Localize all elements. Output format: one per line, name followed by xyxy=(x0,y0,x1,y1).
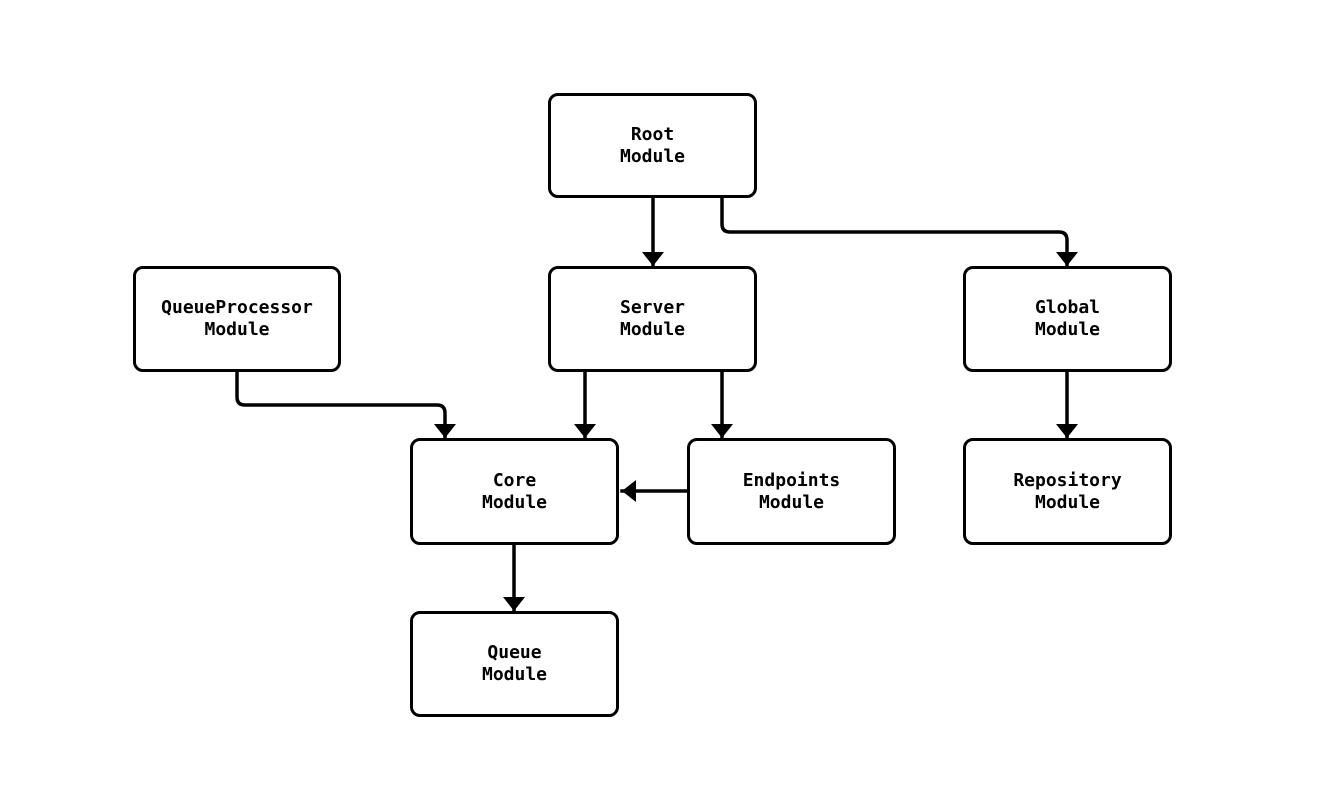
edge-queueprocessor-to-core xyxy=(235,370,456,440)
node-queueprocessor-module: QueueProcessor Module xyxy=(133,266,341,372)
node-queue-module: Queue Module xyxy=(410,611,619,717)
node-endpoints-module: Endpoints Module xyxy=(687,438,896,545)
node-server-module: Server Module xyxy=(548,266,757,372)
edge-root-to-global xyxy=(720,196,1078,268)
node-root-module: Root Module xyxy=(548,93,757,198)
node-repository-module: Repository Module xyxy=(963,438,1172,545)
node-global-module: Global Module xyxy=(963,266,1172,372)
node-core-module: Core Module xyxy=(410,438,619,545)
